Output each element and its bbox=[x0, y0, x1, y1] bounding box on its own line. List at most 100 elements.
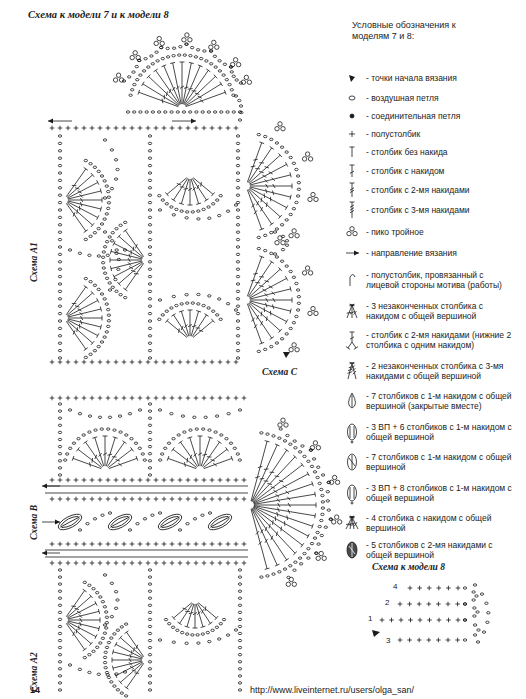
picot-loop bbox=[289, 234, 293, 238]
chain-stitch bbox=[238, 99, 241, 101]
chain-stitch bbox=[283, 568, 286, 570]
stitch-line bbox=[189, 62, 194, 63]
chain-stitch bbox=[321, 513, 324, 515]
stitch-line bbox=[264, 193, 265, 198]
stitch-line bbox=[164, 497, 165, 502]
chain-stitch bbox=[131, 89, 134, 91]
stitch-line bbox=[347, 305, 352, 318]
stitch-line bbox=[273, 490, 277, 492]
chain-stitch bbox=[208, 295, 211, 297]
stitch-line bbox=[148, 360, 149, 365]
chain-stitch bbox=[148, 618, 151, 620]
chain-stitch bbox=[225, 438, 228, 440]
chain-stitch bbox=[114, 607, 117, 609]
chain-stitch bbox=[236, 194, 239, 196]
chain-stitch bbox=[97, 255, 100, 257]
chain-stitch bbox=[236, 231, 239, 233]
chain-stitch bbox=[139, 111, 142, 113]
stitch-line bbox=[211, 192, 214, 196]
chain-stitch bbox=[201, 633, 204, 635]
stitch-line bbox=[112, 666, 113, 671]
stitch-line bbox=[244, 497, 245, 502]
chain-stitch bbox=[236, 157, 239, 159]
chain-stitch bbox=[100, 175, 103, 177]
stitch-line bbox=[130, 666, 134, 668]
stitch-line bbox=[129, 658, 131, 662]
chain-stitch bbox=[148, 632, 151, 634]
chain-stitch bbox=[238, 675, 241, 677]
stitch-line bbox=[164, 66, 181, 105]
stitch-line bbox=[259, 171, 264, 172]
chain-stitch bbox=[58, 179, 61, 181]
chain-stitch bbox=[105, 241, 108, 243]
chain-stitch bbox=[473, 634, 476, 636]
stitch-line bbox=[180, 396, 181, 401]
stitch-line bbox=[265, 441, 270, 442]
chain-stitch bbox=[144, 58, 147, 60]
stitch-line bbox=[350, 188, 354, 190]
chain-stitch bbox=[476, 641, 479, 643]
chain-stitch bbox=[68, 664, 71, 666]
stitch-line bbox=[74, 608, 79, 609]
stitch-line bbox=[97, 333, 99, 338]
chain-stitch bbox=[293, 440, 296, 442]
chain-stitch bbox=[216, 314, 219, 316]
stitch-line bbox=[352, 183, 353, 197]
legend-text: - столбик с 2-мя накидами (нижние 2 стол… bbox=[366, 330, 518, 350]
chain-stitch bbox=[210, 63, 213, 65]
stitch-line bbox=[164, 478, 165, 483]
chain-stitch bbox=[105, 331, 108, 333]
legend-text: - соединительная петля bbox=[366, 111, 518, 121]
chain-stitch bbox=[82, 434, 85, 436]
chain-stitch bbox=[86, 523, 89, 525]
stitch-line bbox=[71, 606, 76, 607]
stitch-line bbox=[288, 509, 290, 513]
chain-stitch bbox=[236, 349, 239, 351]
stitch-line bbox=[162, 99, 164, 104]
stitch-line bbox=[78, 449, 102, 467]
stitch-line bbox=[253, 508, 295, 553]
stitch-line bbox=[129, 267, 133, 270]
stitch-line bbox=[290, 172, 291, 177]
stitch-line bbox=[100, 189, 101, 194]
chain-stitch bbox=[93, 232, 96, 234]
chain-stitch bbox=[110, 582, 113, 584]
chain-stitch bbox=[89, 353, 92, 355]
chain-stitch bbox=[158, 639, 161, 641]
stitch-line bbox=[193, 321, 213, 338]
chain-stitch bbox=[238, 618, 241, 620]
chain-stitch bbox=[105, 185, 108, 187]
chain-stitch bbox=[298, 451, 301, 453]
row-number: 1 bbox=[368, 614, 372, 623]
chain-stitch bbox=[298, 557, 301, 559]
stitch-line bbox=[457, 602, 458, 607]
stitch-line bbox=[67, 623, 91, 644]
stitch-line bbox=[124, 126, 125, 131]
stitch-line bbox=[132, 360, 133, 365]
stitch-line bbox=[127, 632, 144, 657]
chain-stitch bbox=[58, 253, 61, 255]
chain-stitch bbox=[463, 639, 466, 641]
chain-stitch bbox=[270, 345, 273, 347]
chain-stitch bbox=[148, 150, 151, 152]
chain-stitch bbox=[219, 623, 222, 625]
picot-loop bbox=[209, 45, 213, 49]
stitch-line bbox=[200, 436, 201, 466]
stitch-line bbox=[269, 172, 273, 174]
chain-stitch bbox=[58, 403, 61, 405]
chain-stitch bbox=[280, 260, 283, 262]
stitch-line bbox=[350, 165, 355, 166]
stitch-line bbox=[92, 458, 94, 463]
stitch-line bbox=[76, 327, 78, 332]
stitch-line bbox=[148, 561, 149, 566]
legend-entry: - воздушная петля bbox=[366, 93, 518, 103]
stitch-line bbox=[208, 437, 213, 439]
stitch-line bbox=[220, 561, 221, 566]
chain-stitch bbox=[257, 350, 260, 352]
chain-stitch bbox=[107, 196, 110, 198]
chain-stitch bbox=[122, 80, 125, 82]
chain-stitch bbox=[317, 543, 320, 545]
chain-stitch bbox=[97, 288, 100, 290]
chain-stitch bbox=[119, 294, 122, 296]
chain-stitch bbox=[238, 590, 241, 592]
